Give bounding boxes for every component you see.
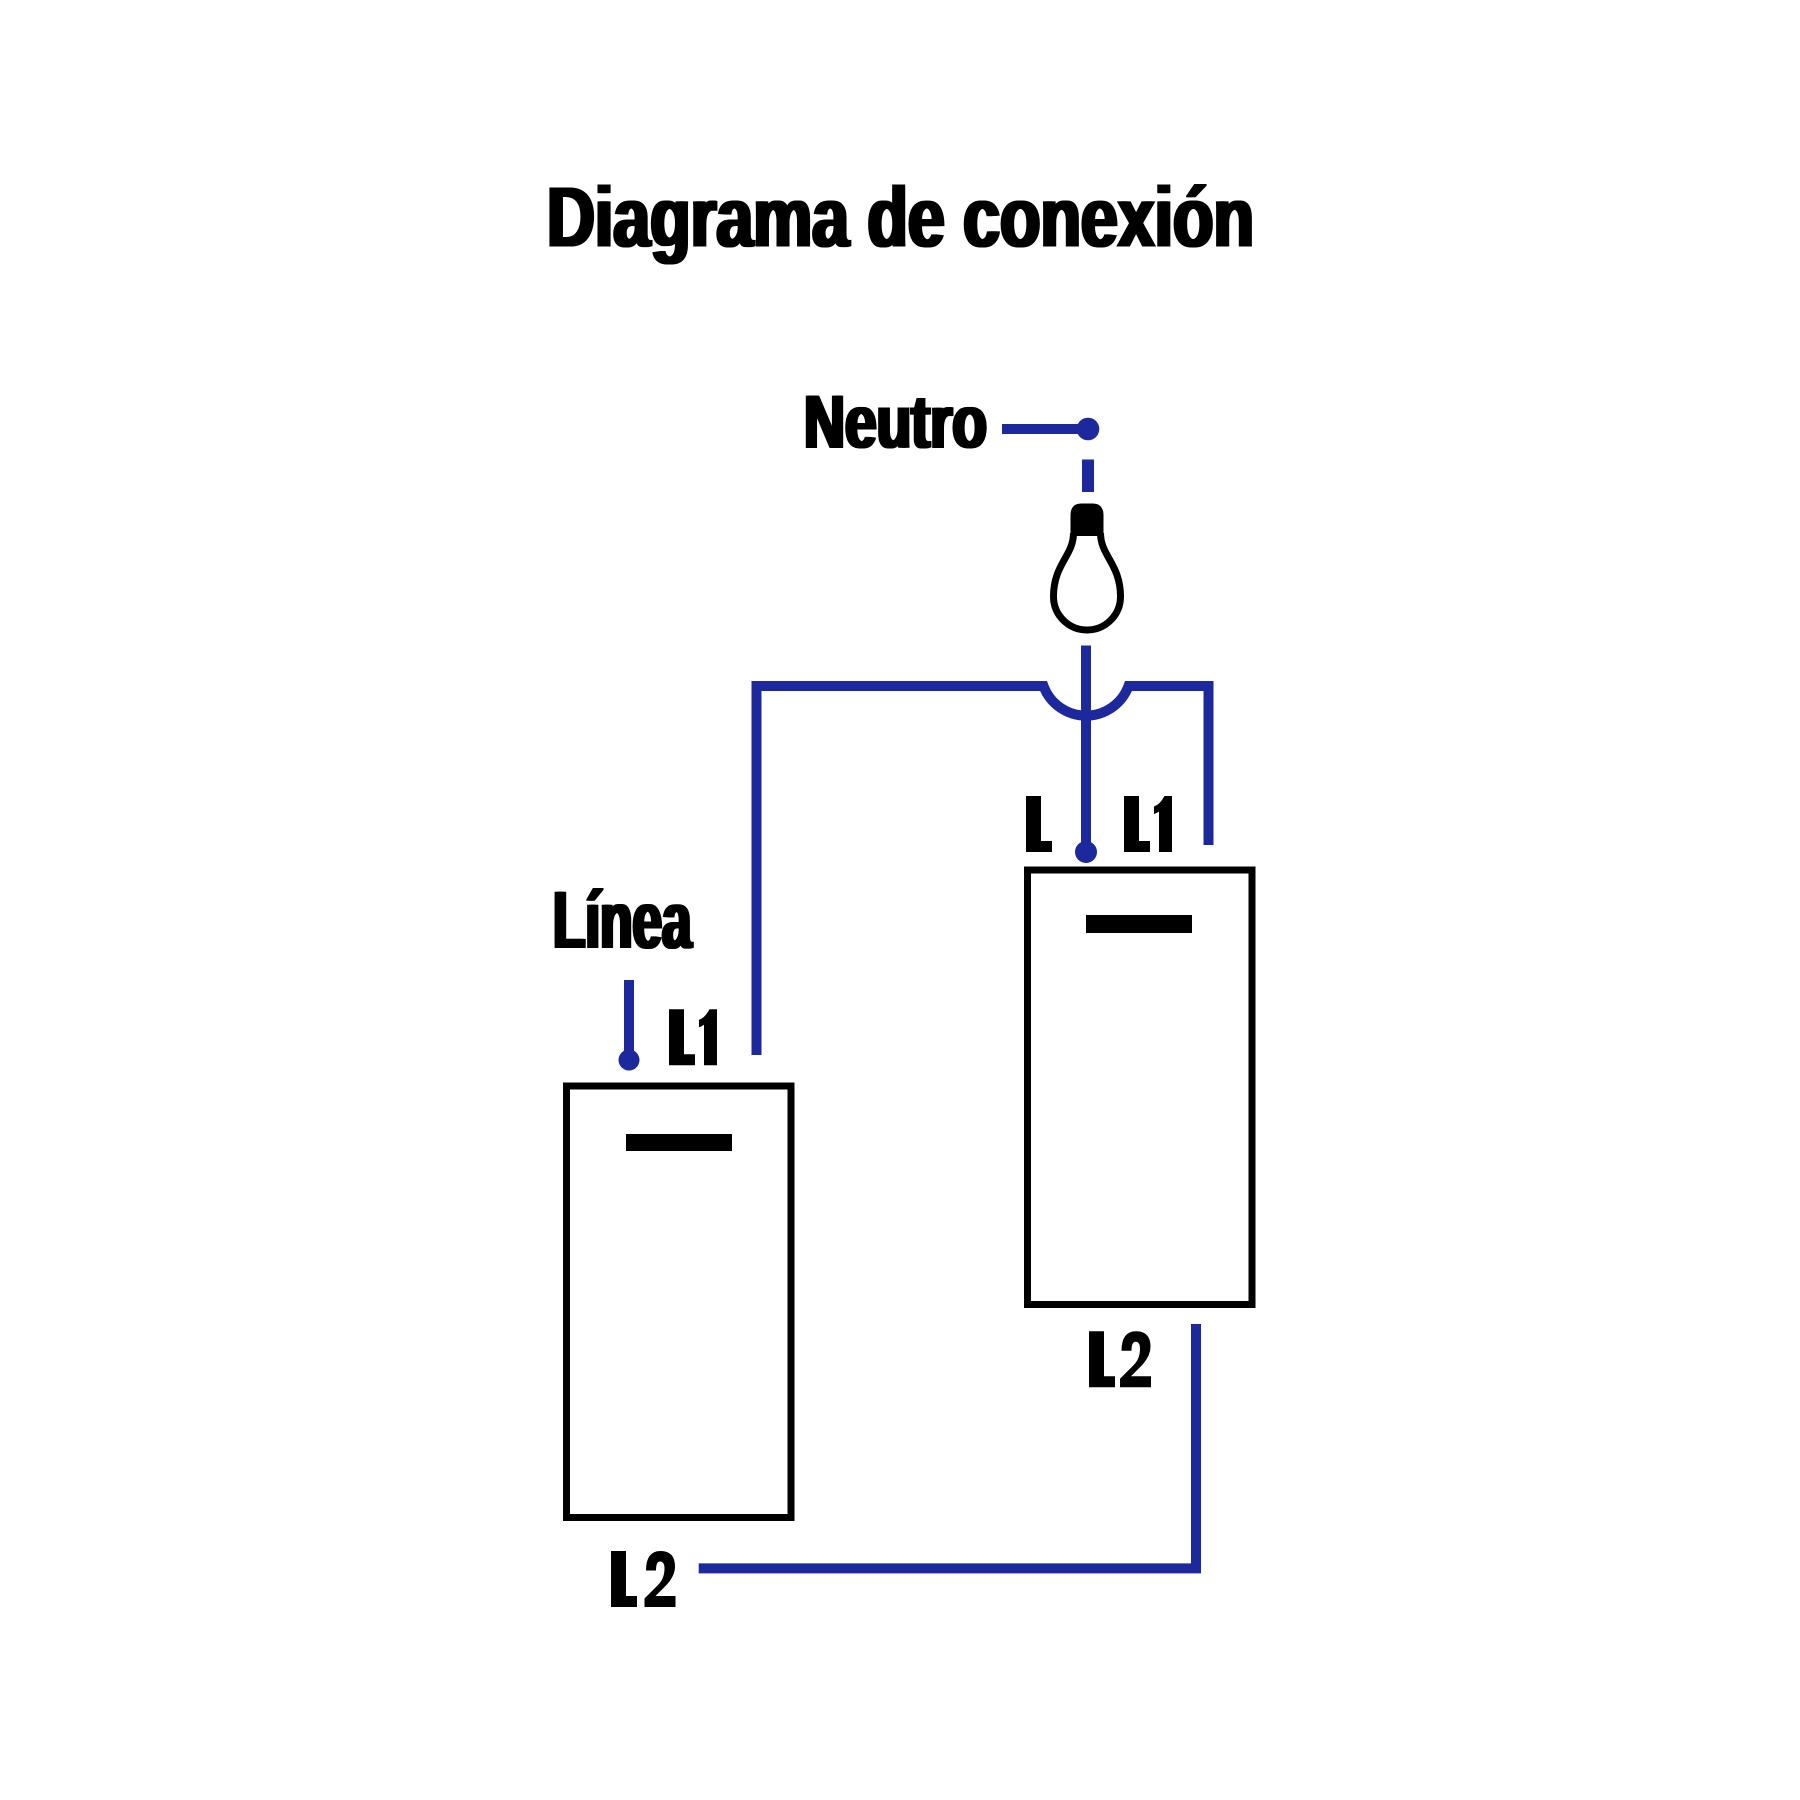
- svg-text:Neutro: Neutro: [806, 380, 989, 465]
- svg-text:Diagrama de conexión: Diagrama de conexión: [545, 170, 1252, 266]
- svg-text:Diagrama de conexión: Diagrama de conexión: [547, 170, 1254, 266]
- svg-text:Diagrama de conexión: Diagrama de conexión: [549, 170, 1256, 266]
- svg-text:Línea: Línea: [555, 875, 694, 966]
- svg-text:Neutro: Neutro: [804, 380, 987, 465]
- svg-text:Línea: Línea: [553, 875, 692, 966]
- svg-text:Neutro: Neutro: [802, 380, 985, 465]
- svg-text:Línea: Línea: [551, 875, 690, 966]
